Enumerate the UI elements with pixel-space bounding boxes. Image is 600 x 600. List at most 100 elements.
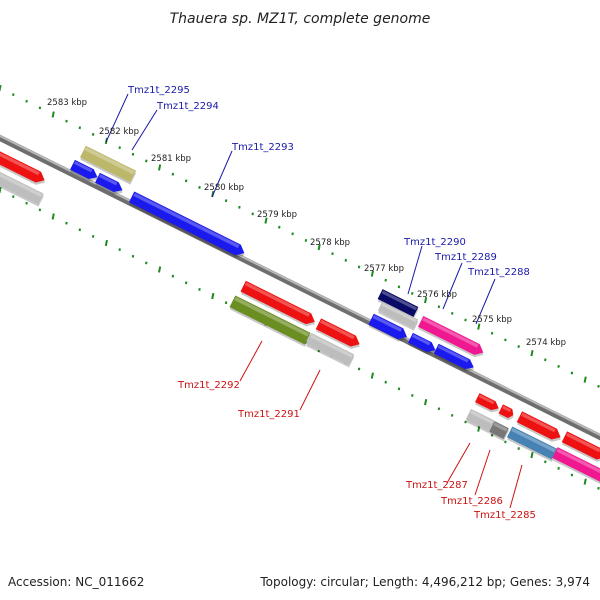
gene-red-right-1-body	[475, 393, 499, 411]
gene-tmz1t-2292[interactable]	[229, 295, 312, 347]
genome-backbone-highlight	[0, 134, 600, 437]
kbp-tick-label: 2582 kbp	[99, 127, 139, 137]
leader-line-2289	[442, 262, 463, 310]
gene-tmz1t-2285-highlight	[511, 427, 556, 453]
kbp-tick-label: 2581 kbp	[151, 154, 191, 164]
gene-tmz1t-2286[interactable]	[488, 421, 510, 442]
gene-tmz1t-2290[interactable]	[377, 289, 420, 320]
tick-dot	[317, 243, 321, 251]
gene-tmz1t-2288-body	[433, 343, 474, 370]
leader-line-2291	[299, 369, 321, 411]
gene-tmz1t-2285-body	[506, 426, 558, 460]
gene-tmz1t-2293-highlight	[133, 192, 240, 249]
gene-tmz1t-2293[interactable]	[128, 191, 248, 261]
gene-label-tmz1t-2289[interactable]: Tmz1t_2289	[434, 252, 497, 263]
gene-small-blue-2-body	[95, 172, 123, 193]
gene-red-right-4[interactable]	[561, 431, 600, 465]
gene-label-tmz1t-2294[interactable]: Tmz1t_2294	[156, 101, 219, 112]
gene-blue-mid-1-body	[368, 313, 407, 340]
leader-line-2287	[446, 442, 471, 484]
gene-label-tmz1t-2290[interactable]: Tmz1t_2290	[403, 237, 466, 248]
gene-red-right-1-highlight	[478, 394, 495, 405]
leader-line-2288	[475, 278, 496, 325]
gene-red-right-2[interactable]	[498, 404, 517, 422]
gene-small-blue-1-body	[70, 159, 98, 180]
gene-tmz1t-2292-highlight	[234, 296, 310, 337]
gene-tmz1t-2287[interactable]	[465, 408, 496, 434]
gene-red-right-1[interactable]	[474, 393, 502, 415]
gene-red-right-4-highlight	[566, 432, 600, 453]
tick-dot	[530, 350, 534, 357]
gene-red-mid-1-body	[240, 280, 315, 325]
gene-gray-mid-highlight	[381, 302, 417, 323]
leader-line-2290	[407, 245, 423, 295]
tick-dot	[530, 452, 534, 459]
tick-dot	[158, 266, 162, 273]
gene-label-tmz1t-2287[interactable]: Tmz1t_2287	[405, 480, 468, 491]
tick-dot	[477, 425, 481, 432]
gene-left-gray[interactable]	[0, 167, 45, 207]
leader-line-2295	[105, 93, 129, 143]
gene-blue-mid-2-body	[408, 332, 436, 353]
tick-dot	[424, 398, 428, 406]
gene-red-mid-2-body	[315, 318, 360, 347]
gene-blue-mid-2[interactable]	[407, 332, 439, 358]
gene-red-mid-1[interactable]	[240, 280, 319, 330]
gene-gray-mid[interactable]	[377, 301, 419, 331]
kbp-tick-label: 2576 kbp	[417, 290, 457, 300]
gene-label-tmz1t-2285[interactable]: Tmz1t_2285	[473, 510, 536, 521]
gene-red-right-3-highlight	[521, 412, 556, 433]
gene-tmz1t-2291[interactable]	[305, 332, 355, 368]
gene-small-blue-1[interactable]	[69, 159, 101, 185]
tick-dot	[583, 478, 587, 485]
kbp-tick-labels: 2583 kbp 2582 kbp 2581 kbp 2580 kbp 2579…	[47, 98, 566, 348]
gene-red-mid-1-highlight	[244, 282, 310, 317]
gene-small-blue-2[interactable]	[94, 172, 126, 198]
gene-red-mid-2[interactable]	[315, 318, 363, 352]
tick-dot	[104, 239, 108, 247]
tick-dot	[51, 111, 55, 118]
gene-tmz1t-2291-highlight	[310, 334, 353, 358]
gene-left-gray-body	[0, 167, 44, 205]
leader-line-2293	[211, 150, 233, 198]
gene-tmz1t-2289[interactable]	[417, 316, 487, 360]
gene-tmz1t-2290-body	[377, 289, 419, 317]
kbp-tick-label: 2577 kbp	[364, 264, 404, 274]
gene-tmz1t-2288[interactable]	[433, 343, 477, 375]
gene-small-blue-2-highlight	[98, 174, 118, 186]
leader-line-2285	[509, 464, 523, 509]
gene-label-tmz1t-2291[interactable]: Tmz1t_2291	[237, 409, 300, 420]
gene-label-tmz1t-2288[interactable]: Tmz1t_2288	[467, 267, 530, 278]
gene-red-right-3[interactable]	[516, 411, 564, 445]
gene-label-tmz1t-2293[interactable]: Tmz1t_2293	[231, 142, 294, 153]
gene-tmz1t-2287-body	[465, 408, 495, 432]
gene-label-tmz1t-2292[interactable]: Tmz1t_2292	[177, 380, 240, 391]
bottom-gene-labels: Tmz1t_2292 Tmz1t_2291 Tmz1t_2287 Tmz1t_2…	[177, 380, 536, 521]
label-leader-lines	[105, 93, 523, 509]
gene-blue-mid-1-highlight	[372, 315, 402, 332]
gene-tmz1t-2285[interactable]	[506, 426, 558, 462]
gene-blue-mid-2-highlight	[411, 334, 431, 346]
tick-dot	[211, 292, 215, 300]
tick-dot	[51, 213, 55, 220]
gene-label-tmz1t-2286[interactable]: Tmz1t_2286	[440, 496, 503, 507]
gene-small-blue-1-highlight	[73, 161, 93, 173]
gene-label-tmz1t-2295[interactable]: Tmz1t_2295	[127, 85, 190, 96]
tick-dot	[158, 164, 162, 171]
tick-dot	[424, 296, 428, 304]
gene-left-red[interactable]	[0, 150, 48, 188]
gene-features	[0, 145, 600, 486]
gene-blue-mid-1[interactable]	[368, 313, 411, 345]
map-title: Thauera sp. MZ1T, complete genome	[170, 11, 431, 27]
gene-tmz1t-2295[interactable]	[79, 145, 137, 185]
gene-pink-right[interactable]	[551, 447, 600, 486]
gene-tmz1t-2286-highlight	[493, 422, 508, 432]
tick-dot	[264, 217, 268, 224]
gene-pink-right-body	[552, 447, 600, 483]
gene-red-right-2-highlight	[502, 405, 512, 413]
tick-dot-tracks	[0, 84, 600, 490]
leader-line-2292	[239, 340, 263, 382]
tick-dot	[583, 376, 587, 383]
kbp-tick-label: 2579 kbp	[257, 210, 297, 220]
